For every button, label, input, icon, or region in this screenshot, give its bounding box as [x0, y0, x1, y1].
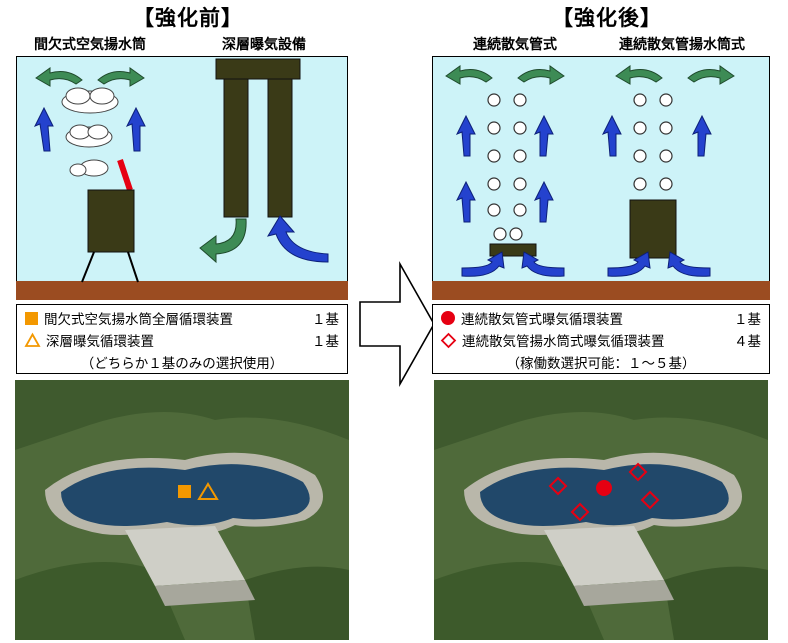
before-label-right: 深層曝気設備 [222, 37, 306, 53]
legend-text: 深層曝気循環装置 [46, 334, 154, 350]
red-diamond-marker [628, 462, 648, 482]
before-heading: 【強化前】 [133, 6, 243, 30]
legend-note: （どちらか１基のみの選択使用） [80, 356, 284, 372]
before-diagram-panel [15, 56, 348, 300]
legend-count: １基 [312, 312, 339, 328]
air-bubble-icon [61, 87, 118, 176]
dam-body [544, 526, 664, 586]
transition-arrow-icon [359, 260, 435, 388]
after-label-right: 連続散気管揚水筒式 [619, 37, 745, 53]
green-outflow-arrow-icon [198, 218, 247, 263]
lakebed [431, 280, 770, 300]
legend-text: 連続散気管揚水筒式曝気循環装置 [462, 334, 665, 350]
before-diagram-svg [15, 58, 348, 300]
before-label-left: 間欠式空気揚水筒 [34, 37, 146, 53]
blue-inflow-arrow-icon [266, 214, 328, 263]
dam-body [125, 526, 245, 586]
diffuser-pipe [489, 243, 536, 256]
support-leg [80, 251, 95, 282]
before-legend: 間欠式空気揚水筒全層循環装置 １基 深層曝気循環装置 １基 （どちらか１基のみの… [16, 304, 348, 374]
orange-square-marker [178, 485, 191, 498]
aerator-top-plate [215, 58, 300, 79]
red-diamond-marker [548, 476, 568, 496]
green-arrow-icon [34, 66, 145, 87]
red-circle-marker [596, 480, 612, 496]
legend-count: １基 [734, 312, 761, 328]
orange-triangle-marker [197, 482, 219, 500]
orange-triangle-icon [24, 332, 41, 347]
after-legend: 連続散気管式曝気循環装置 １基 連続散気管揚水筒式曝気循環装置 ４基 （稼働数選… [432, 304, 770, 374]
blue-up-arrow-icon [33, 106, 146, 151]
green-arrow-icon [444, 64, 735, 85]
after-aerial-photo [434, 380, 768, 640]
legend-text: 連続散気管式曝気循環装置 [461, 312, 623, 328]
blue-up-arrow-icon [455, 114, 712, 222]
orange-square-icon [25, 311, 38, 325]
aerator-pipe-right [267, 78, 292, 217]
legend-row: 間欠式空気揚水筒全層循環装置 １基 [25, 308, 339, 328]
after-heading: 【強化後】 [552, 6, 662, 30]
after-diagram-panel [431, 56, 770, 300]
air-lift-cylinder [87, 189, 134, 252]
before-aerial-photo [15, 380, 349, 640]
legend-row: 連続散気管揚水筒式曝気循環装置 ４基 [440, 330, 761, 350]
air-bubble-icon [486, 92, 673, 241]
red-diamond-marker [640, 490, 660, 510]
blue-inflow-arrow-icon [461, 250, 710, 277]
valve-lid [116, 158, 133, 191]
legend-count: １基 [312, 334, 339, 350]
lift-cylinder [629, 199, 676, 258]
legend-row: 深層曝気循環装置 １基 [24, 330, 339, 350]
red-diamond-icon [440, 332, 457, 348]
legend-text: 間欠式空気揚水筒全層循環装置 [44, 312, 233, 328]
after-diagram-svg [431, 64, 770, 300]
lakebed [15, 280, 348, 300]
after-label-left: 連続散気管式 [473, 37, 557, 53]
legend-count: ４基 [734, 334, 761, 350]
support-leg [126, 251, 139, 282]
legend-row: 連続散気管式曝気循環装置 １基 [441, 308, 761, 328]
legend-note: （稼働数選択可能：１～５基） [506, 356, 696, 372]
red-circle-icon [441, 311, 455, 325]
red-diamond-marker [570, 502, 590, 522]
aerator-pipe-left [223, 78, 248, 217]
